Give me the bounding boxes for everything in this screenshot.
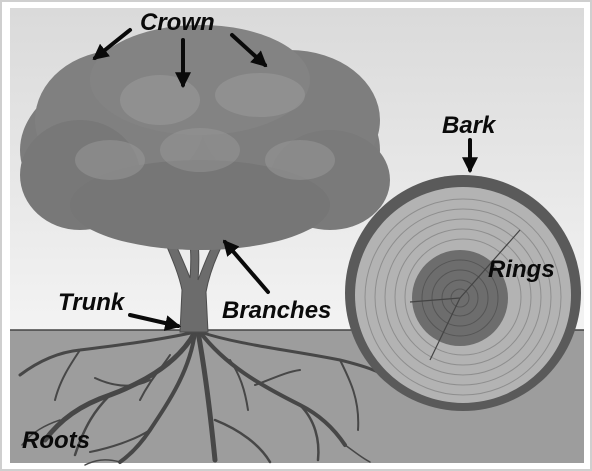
label-bark: Bark <box>442 112 497 139</box>
label-rings: Rings <box>488 256 555 283</box>
label-branches: Branches <box>222 297 331 324</box>
label-crown: Crown <box>140 9 215 36</box>
label-trunk: Trunk <box>58 289 126 316</box>
label-roots: Roots <box>22 427 90 454</box>
trunk-cross-section <box>345 175 581 411</box>
